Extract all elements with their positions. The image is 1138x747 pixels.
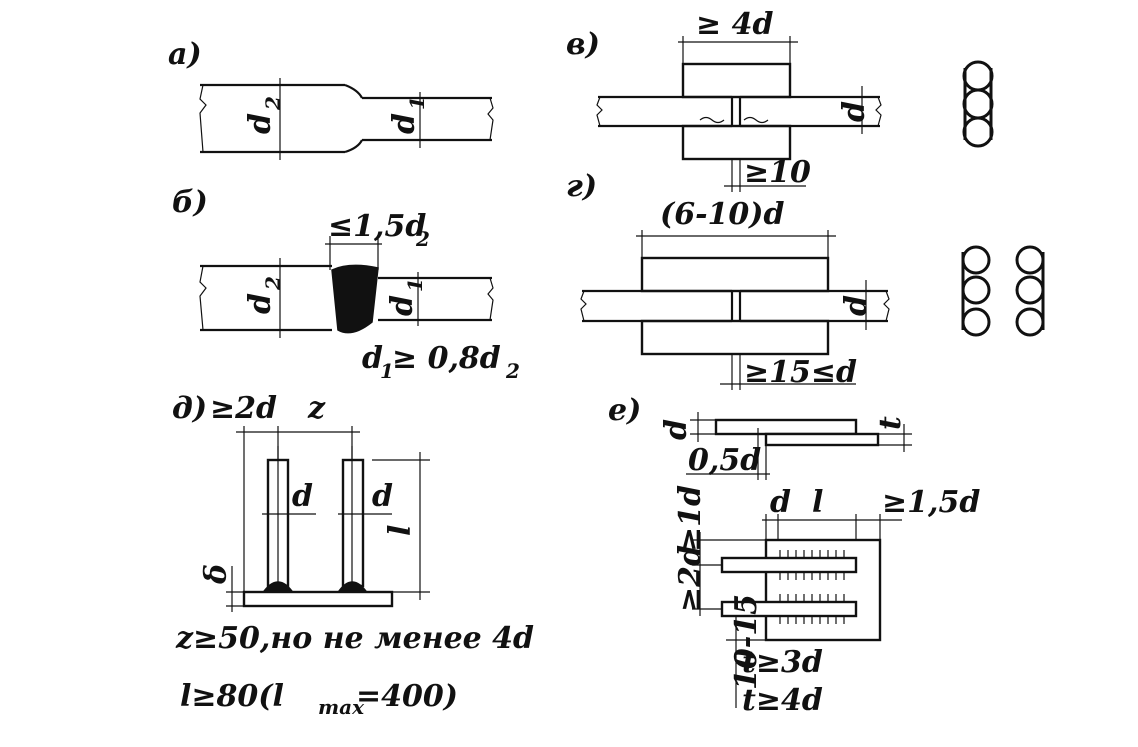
- panel-e-plan-dims-top: [762, 514, 902, 540]
- panel-d-formula-l: l≥80(l max =400): [180, 679, 458, 719]
- panel-e-plan-welds: [779, 550, 845, 624]
- panel-d-base-plate: [242, 590, 394, 608]
- panel-a: а) d 2 d 1: [168, 37, 494, 160]
- panel-b-top-dim-sub: 2: [415, 227, 430, 251]
- panel-g-bars: [580, 280, 890, 330]
- panel-e-plan-bar-upper: [720, 556, 858, 574]
- panel-b-d1: d: [385, 295, 420, 316]
- panel-d-d2: d: [372, 479, 393, 514]
- panel-b-label: б): [172, 185, 208, 220]
- panel-e-d2: d: [770, 485, 791, 520]
- panel-e-ge1d: ≥1d: [673, 485, 708, 552]
- panel-v-top-cover-plate: [681, 62, 792, 99]
- panel-b-d2: d: [243, 293, 278, 314]
- formula-d1-sub: 1: [380, 359, 394, 383]
- panel-d-left-dim-text: ≥2d: [210, 391, 277, 426]
- panel-g-label: г): [566, 169, 597, 204]
- formula-l-a: l≥80(l: [180, 679, 284, 714]
- panel-g-top-dim: [636, 230, 836, 262]
- panel-e-plan-plate: [764, 538, 882, 642]
- panel-e-d: d: [659, 419, 694, 440]
- panel-a-label: а): [168, 37, 202, 72]
- panel-d: д) ≥2d z d d l δ z≥50,но не: [172, 391, 534, 719]
- panel-g-bottom-cover-plate: [640, 319, 830, 356]
- panel-d-formula-z: z≥50,но не менее 4d: [175, 621, 534, 656]
- panel-v-section-circles: [962, 60, 994, 148]
- formula-l-max-sub: max: [318, 695, 365, 719]
- panel-g-gap-dim: [720, 354, 856, 390]
- panel-d-label: д): [172, 391, 207, 426]
- panel-v-top-dim: [678, 36, 798, 66]
- panel-g-section-circles-right: [1015, 245, 1045, 337]
- panel-e-t: t: [873, 416, 908, 430]
- panel-e-half-d: 0,5d: [688, 443, 761, 478]
- panel-e-lap-upper-bar: [714, 418, 858, 436]
- panel-v: в) ≥ 4d d ≥10: [566, 7, 994, 192]
- panel-e-lap-lower-plate: [764, 432, 880, 447]
- formula-l-b: =400): [356, 679, 458, 714]
- panel-d-z-text: z: [307, 391, 326, 426]
- panel-d-l-dim: [372, 452, 430, 600]
- panel-v-gap-dim: [724, 158, 806, 192]
- panel-g-d: d: [839, 295, 874, 316]
- panel-a-d2: d: [243, 113, 278, 134]
- panel-d-delta-dim: [226, 566, 250, 612]
- panel-b-formula: d 1 ≥ 0,8d 2: [362, 341, 520, 383]
- panel-d-l: l: [383, 525, 418, 536]
- panel-v-label: в): [566, 27, 600, 62]
- panel-b-d2-sub: 2: [261, 276, 285, 291]
- panel-g-top-dim-text: (6-10)d: [660, 197, 784, 232]
- panel-b-d1-sub: 1: [403, 278, 427, 292]
- formula-d2-sub: 2: [505, 359, 520, 383]
- panel-e-label: е): [608, 393, 641, 428]
- panel-b-butt-weld: [331, 264, 379, 334]
- panel-e-ge2d: ≥2d: [673, 545, 708, 612]
- panel-e-lap-dims: [686, 412, 912, 480]
- panel-b-top-dim: [325, 236, 382, 270]
- panel-v-bars: [596, 86, 882, 134]
- panel-e-ge15d: ≥1,5d: [882, 485, 980, 520]
- panel-b-top-dim-text: ≤1,5d: [328, 209, 426, 244]
- panel-g-top-cover-plate: [640, 256, 830, 293]
- panel-v-gap-text: ≥10: [744, 155, 811, 190]
- panel-g: г) (6-10)d d ≥15≤d: [566, 169, 1045, 390]
- panel-g-gap-text: ≥15≤d: [744, 355, 857, 390]
- panel-a-d1-sub: 1: [405, 96, 429, 110]
- panel-d-anchor-right: [341, 458, 365, 588]
- panel-e-l: l: [812, 485, 823, 520]
- panel-b-bar: [199, 258, 494, 338]
- panel-g-section-circles-left: [961, 245, 991, 337]
- panel-e-t4: t≥4d: [742, 683, 823, 718]
- panel-d-d1: d: [292, 479, 313, 514]
- panel-b: б) ≤1,5d 2 d 2 d 1 d 1 ≥ 0,8d 2: [172, 185, 520, 383]
- panel-e-plan-dims-left: [692, 532, 766, 708]
- panel-e-t3: t≥3d: [742, 645, 823, 680]
- formula-d1: d: [362, 341, 383, 376]
- panel-e-range: 10-15: [729, 594, 764, 690]
- panel-v-d: d: [837, 101, 872, 122]
- panel-d-delta: δ: [199, 564, 234, 585]
- panel-v-bottom-cover-plate: [681, 124, 792, 161]
- panel-a-bar: [199, 78, 494, 160]
- panel-v-top-dim-text: ≥ 4d: [696, 7, 773, 42]
- panel-a-d1: d: [387, 113, 422, 134]
- formula-ge-0-8-d2: ≥ 0,8d: [392, 341, 501, 376]
- panel-a-d2-sub: 2: [261, 96, 285, 111]
- panel-e: е) d t 0,5d d l ≥1,5d: [608, 393, 980, 718]
